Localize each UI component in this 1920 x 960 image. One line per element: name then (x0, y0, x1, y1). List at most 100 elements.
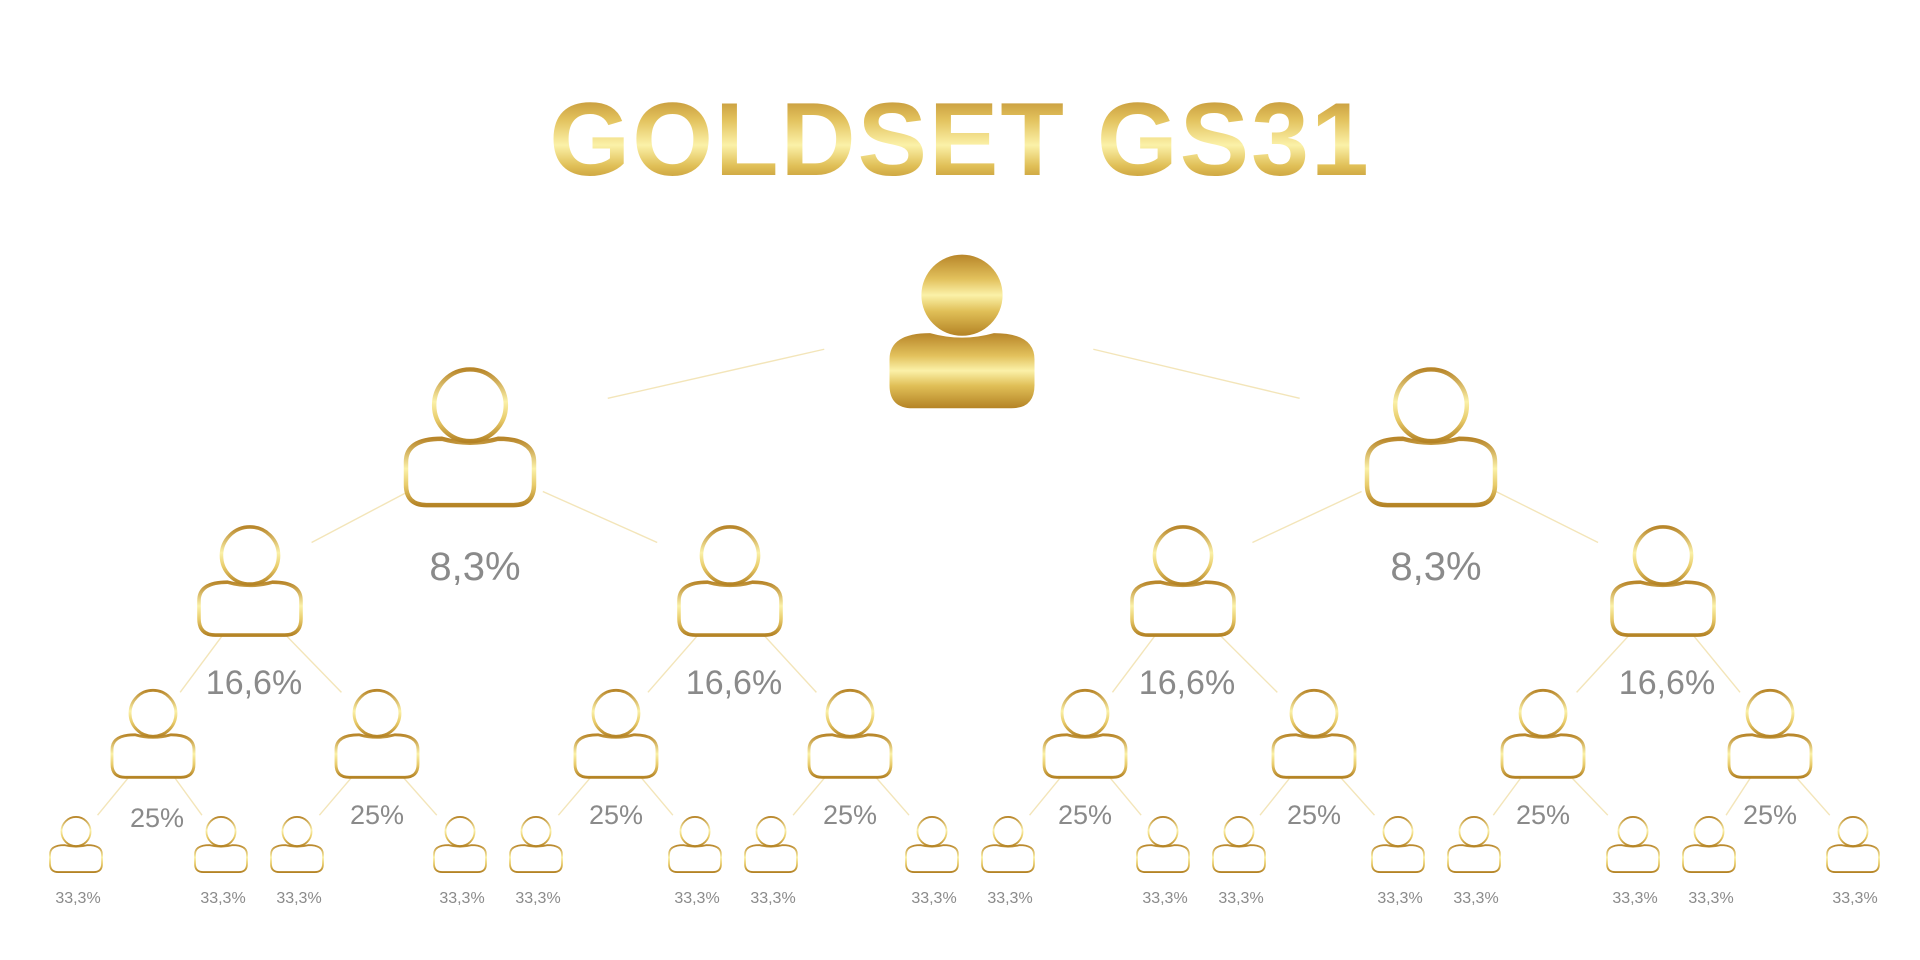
person-outline-body (1136, 844, 1190, 873)
person-outline-body (677, 580, 783, 637)
person-outline-head (60, 816, 92, 847)
person-outline-icon (573, 688, 659, 779)
person-outline-head (1392, 367, 1470, 444)
person-outline-icon (403, 367, 537, 508)
person-outline-icon (1042, 688, 1128, 779)
person-filled-head (921, 254, 1003, 336)
percent-label: 33,3% (55, 890, 101, 907)
person-outline-body (194, 844, 248, 873)
person-outline-icon (433, 816, 487, 873)
person-outline-head (1632, 525, 1694, 586)
person-outline-head (1837, 816, 1869, 847)
percent-label: 25% (1286, 800, 1342, 830)
person-outline-head (128, 688, 178, 738)
person-outline-head (591, 688, 641, 738)
person-outline-body (110, 733, 196, 779)
person-outline-icon (1364, 367, 1498, 508)
person-outline-icon (1371, 816, 1425, 873)
person-outline-body (668, 844, 722, 873)
person-outline-body (509, 844, 563, 873)
connector-line (1492, 773, 1525, 816)
connector-line (1093, 348, 1300, 400)
percent-label: 33,3% (1377, 890, 1423, 907)
percent-label: 33,3% (1832, 890, 1878, 907)
person-outline-body (1371, 844, 1425, 873)
connector-line (318, 773, 356, 816)
person-outline-body (573, 733, 659, 779)
person-outline-icon (1136, 816, 1190, 873)
person-outline-body (1130, 580, 1236, 637)
person-outline-icon (194, 816, 248, 873)
person-outline-icon (1826, 816, 1880, 873)
connector-line (1029, 773, 1064, 816)
person-outline-icon (1447, 816, 1501, 873)
percent-label: 25% (822, 800, 878, 830)
connector-line (1336, 773, 1376, 816)
percent-label: 33,3% (276, 890, 322, 907)
person-outline-icon (677, 525, 783, 637)
percent-label: 8,3% (429, 545, 521, 589)
person-outline-icon (1500, 688, 1586, 779)
person-outline-body (1606, 844, 1660, 873)
person-outline-body (1042, 733, 1128, 779)
connector-line (637, 773, 674, 816)
percent-label: 33,3% (911, 890, 957, 907)
person-outline-head (1152, 525, 1214, 586)
connector-line (171, 773, 203, 816)
percent-label: 33,3% (439, 890, 485, 907)
person-outline-icon (49, 816, 103, 873)
person-outline-head (755, 816, 787, 847)
person-outline-icon (905, 816, 959, 873)
person-outline-icon (981, 816, 1035, 873)
person-outline-head (1060, 688, 1110, 738)
person-outline-icon (1727, 688, 1813, 779)
percent-label: 16,6% (1618, 664, 1716, 702)
percent-label: 25% (588, 800, 644, 830)
person-outline-body (49, 844, 103, 873)
person-outline-head (916, 816, 948, 847)
connector-line (1106, 773, 1142, 816)
percent-label: 16,6% (685, 664, 783, 702)
percent-label: 33,3% (1612, 890, 1658, 907)
percent-label: 25% (1742, 800, 1798, 830)
person-filled-body (889, 333, 1035, 409)
person-outline-head (679, 816, 711, 847)
percent-label: 33,3% (750, 890, 796, 907)
page-title: GOLDSET GS31 (0, 88, 1920, 192)
person-outline-icon (270, 816, 324, 873)
person-outline-head (1223, 816, 1255, 847)
person-outline-head (1518, 688, 1568, 738)
person-outline-icon (1610, 525, 1716, 637)
connector-line (311, 490, 409, 544)
percent-label: 33,3% (1218, 890, 1264, 907)
person-outline-icon (1606, 816, 1660, 873)
percent-label: 33,3% (200, 890, 246, 907)
person-outline-head (352, 688, 402, 738)
connector-line (1792, 773, 1831, 816)
connector-line (542, 490, 658, 544)
person-outline-head (281, 816, 313, 847)
person-outline-head (1147, 816, 1179, 847)
person-outline-icon (110, 688, 196, 779)
connector-line (1259, 773, 1294, 816)
person-outline-body (905, 844, 959, 873)
person-outline-body (1500, 733, 1586, 779)
person-outline-body (1212, 844, 1266, 873)
percent-label: 8,3% (1390, 545, 1482, 589)
connector-line (607, 348, 825, 400)
connector-line (399, 773, 438, 816)
person-outline-icon (1271, 688, 1357, 779)
person-outline-icon (668, 816, 722, 873)
person-outline-icon (334, 688, 420, 779)
person-outline-head (1617, 816, 1649, 847)
percent-label: 25% (129, 803, 185, 833)
person-outline-head (825, 688, 875, 738)
connector-line (792, 773, 829, 816)
person-outline-head (520, 816, 552, 847)
person-outline-body (1682, 844, 1736, 873)
person-outline-icon (1212, 816, 1266, 873)
connector-line (1495, 490, 1599, 544)
person-outline-head (1693, 816, 1725, 847)
